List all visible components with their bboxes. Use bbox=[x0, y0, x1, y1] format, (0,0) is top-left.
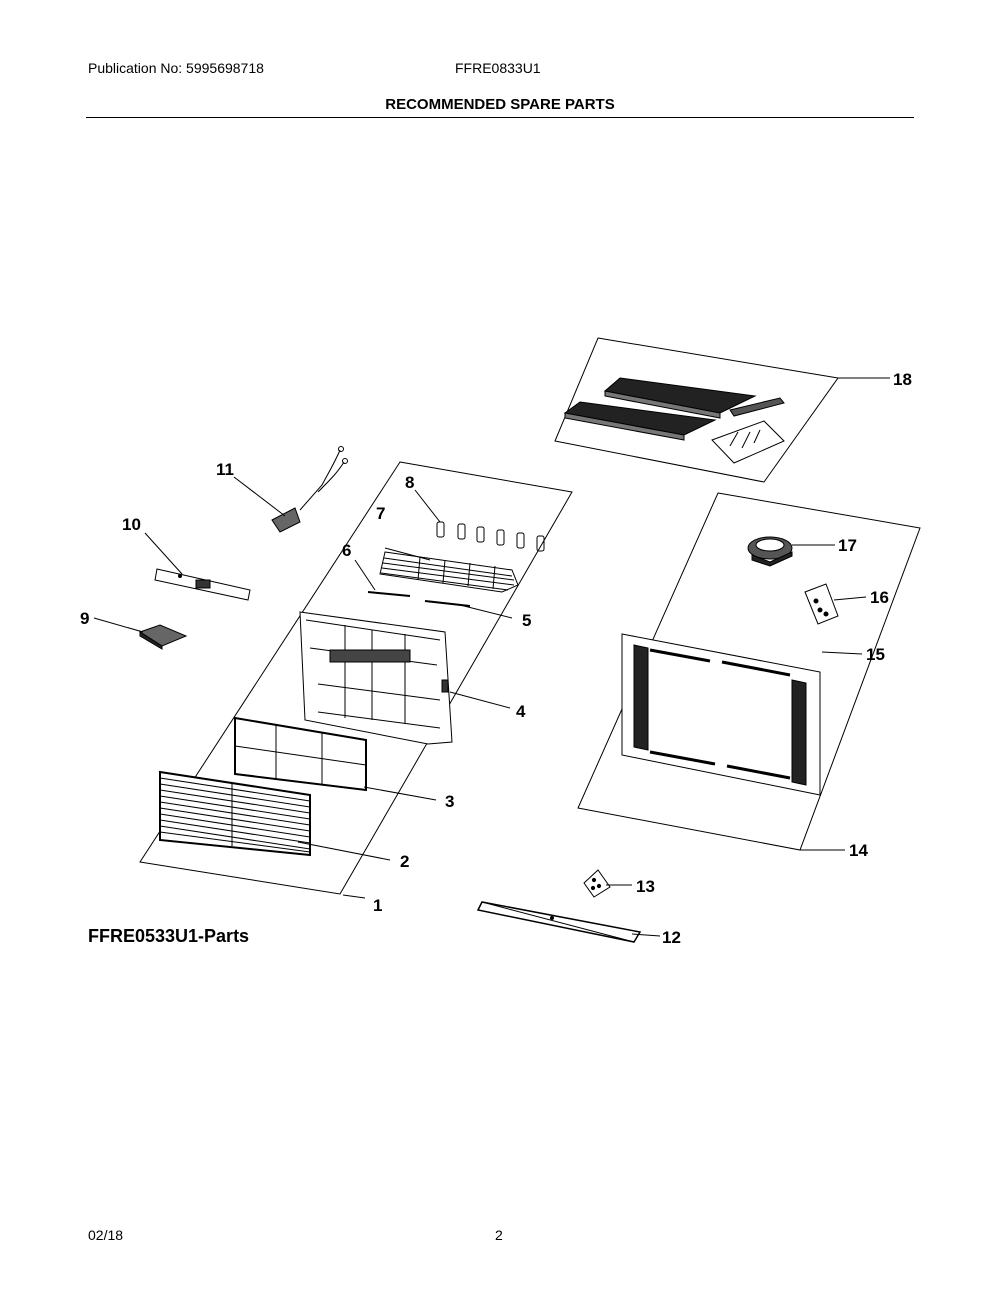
header-divider bbox=[86, 117, 914, 118]
callout-4: 4 bbox=[516, 702, 526, 721]
diagram-caption: FFRE0533U1-Parts bbox=[88, 926, 250, 946]
part-9-remote-control[interactable] bbox=[138, 624, 188, 650]
callout-18: 18 bbox=[893, 370, 912, 389]
callout-2: 2 bbox=[400, 852, 409, 871]
footer-date: 02/18 bbox=[88, 1227, 124, 1243]
callout-17: 17 bbox=[838, 536, 857, 555]
page-title: RECOMMENDED SPARE PARTS bbox=[385, 96, 615, 113]
part-11-power-cord[interactable] bbox=[271, 446, 348, 533]
callout-8: 8 bbox=[405, 473, 414, 492]
callout-9: 9 bbox=[80, 609, 89, 628]
callout-15: 15 bbox=[866, 645, 885, 664]
part-3-air-filter bbox=[234, 716, 367, 792]
part-16-hardware-bag bbox=[804, 583, 839, 625]
callout-14: 14 bbox=[849, 841, 868, 860]
part-17-foam-seal bbox=[747, 536, 793, 567]
callout-12: 12 bbox=[662, 928, 681, 947]
callout-16: 16 bbox=[870, 588, 889, 607]
callout-3: 3 bbox=[445, 792, 454, 811]
callout-13: 13 bbox=[636, 877, 655, 896]
callout-10: 10 bbox=[122, 515, 141, 534]
callout-5: 5 bbox=[522, 611, 531, 630]
part-2-front-grille bbox=[159, 770, 311, 857]
publication-number: Publication No: 5995698718 bbox=[88, 60, 264, 76]
callout-11: 11 bbox=[216, 460, 234, 479]
callout-6: 6 bbox=[342, 541, 351, 560]
part-13-screw-bag[interactable] bbox=[583, 869, 611, 898]
part-8-clips bbox=[436, 521, 545, 552]
part-18-filter-kit[interactable] bbox=[554, 337, 839, 483]
part-5-rod bbox=[424, 600, 471, 607]
part-14-installation-kit[interactable] bbox=[577, 492, 921, 851]
part-6-rod bbox=[367, 591, 411, 597]
part-15-window-frame bbox=[621, 633, 821, 796]
part-10-control-board[interactable] bbox=[154, 568, 251, 601]
part-7-louver bbox=[379, 551, 519, 593]
page-number: 2 bbox=[495, 1227, 503, 1243]
callout-1: 1 bbox=[373, 896, 382, 915]
part-4-front-frame bbox=[299, 611, 453, 745]
part-12-sill-bracket[interactable] bbox=[476, 901, 642, 943]
model-number: FFRE0833U1 bbox=[455, 60, 541, 76]
callout-7: 7 bbox=[376, 504, 385, 523]
part-1-front-panel-assembly[interactable] bbox=[139, 461, 573, 895]
